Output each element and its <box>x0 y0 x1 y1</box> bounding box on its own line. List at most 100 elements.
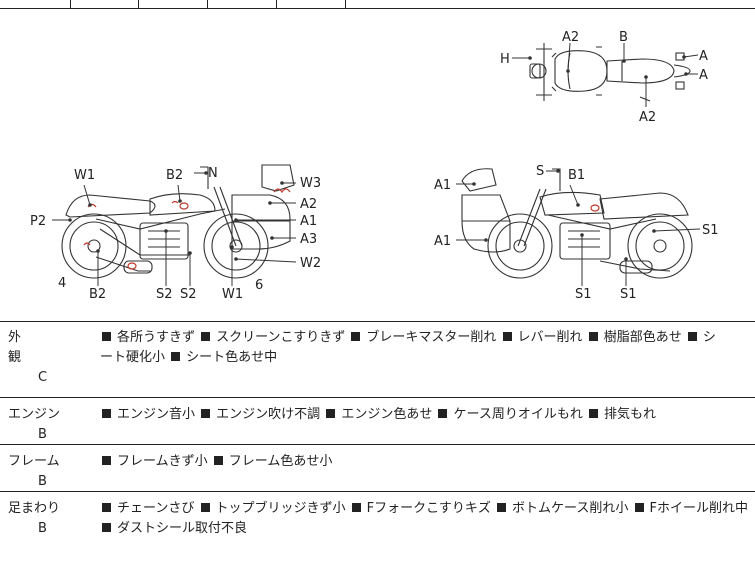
right-damage-marks <box>590 204 600 212</box>
label-left-B2: B2 <box>166 168 183 183</box>
strip-divider <box>276 0 277 8</box>
engine-category: エンジン B <box>8 405 88 445</box>
label-left-W1: W1 <box>74 168 95 183</box>
list-item: Fフォークこすりキズ <box>350 501 491 516</box>
label-left-A1: A1 <box>300 214 317 229</box>
bullet-square-icon <box>634 503 644 512</box>
category-name: フレーム <box>8 454 60 469</box>
list-item: エンジン吹け不調 <box>199 407 320 422</box>
list-item-continued: ート硬化小 <box>100 350 166 365</box>
top-leader-dots <box>528 55 688 79</box>
bullet-square-icon <box>438 409 448 418</box>
list-item: フレームきず小 <box>100 454 208 469</box>
label-top-A2-lower: A2 <box>639 110 656 125</box>
bullet-square-icon <box>213 456 223 465</box>
label-left-A3: A3 <box>300 232 317 247</box>
items-line: チェーンさび トップブリッジきず小 Fフォークこすりキズ ボトムケース削れ小 F… <box>100 499 748 519</box>
bullet-square-icon <box>687 332 697 341</box>
list-item: Fホイール削れ中 <box>633 501 748 516</box>
motorcycle-diagram-svg: H A2 B A A A2 W1 B2 N W3 P2 A2 A1 A3 W2 … <box>30 30 719 302</box>
bullet-square-icon <box>351 503 361 512</box>
label-right-B1: B1 <box>568 168 585 183</box>
engine-row: エンジン B エンジン音小 エンジン吹け不調 エンジン色あせ ケース周りオイルも… <box>0 399 755 445</box>
label-top-H: H <box>500 52 510 67</box>
bullet-square-icon <box>201 409 211 418</box>
list-item: ケース周りオイルもれ <box>436 407 583 422</box>
damage-diagram: H A2 B A A A2 W1 B2 N W3 P2 A2 A1 A3 W2 … <box>0 9 755 322</box>
bullet-square-icon <box>326 409 336 418</box>
list-item: トップブリッジきず小 <box>199 501 346 516</box>
bullet-square-icon <box>351 332 361 341</box>
category-grade: C <box>38 370 48 385</box>
bullet-square-icon <box>102 523 111 532</box>
bullet-square-icon <box>102 332 111 341</box>
list-item: ダストシール取付不良 <box>100 521 247 536</box>
label-top-A-upper: A <box>699 49 708 64</box>
list-item: レバー削れ <box>501 330 583 345</box>
frame-row: フレーム B フレームきず小 フレーム色あせ小 <box>0 446 755 492</box>
label-right-S: S <box>536 164 544 179</box>
bullet-square-icon <box>171 352 181 361</box>
left-side-motorcycle <box>61 164 295 279</box>
bullet-square-icon <box>102 456 111 465</box>
list-item: 樹脂部色あせ <box>587 330 682 345</box>
label-left-B2-bottom: B2 <box>89 287 106 302</box>
label-left-N: N <box>208 166 218 181</box>
category-name: エンジン <box>8 407 61 422</box>
list-item: 排気もれ <box>587 407 656 422</box>
bullet-square-icon <box>102 409 111 418</box>
label-top-A-lower: A <box>699 68 708 83</box>
list-item: ボトムケース削れ小 <box>495 501 628 516</box>
left-leader-lines <box>52 172 297 286</box>
label-right-A1-upper: A1 <box>434 178 451 193</box>
label-right-S1-a: S1 <box>575 287 592 302</box>
table-header-strip <box>0 0 755 9</box>
label-left-W2: W2 <box>300 256 321 271</box>
bullet-square-icon <box>102 503 111 512</box>
right-leader-lines <box>456 170 701 286</box>
label-top-B: B <box>619 30 628 45</box>
list-item: エンジン色あせ <box>324 407 432 422</box>
right-leader-dots <box>472 169 656 261</box>
list-item: チェーンさび <box>100 501 194 516</box>
bullet-square-icon <box>497 503 507 512</box>
bullet-square-icon <box>588 332 598 341</box>
suspension-row: 足まわり B チェーンさび トップブリッジきず小 Fフォークこすりキズ ボトムケ… <box>0 493 755 561</box>
suspension-category: 足まわり B <box>8 499 88 539</box>
items-line: ダストシール取付不良 <box>100 519 748 539</box>
left-damage-marks <box>83 188 291 270</box>
exterior-category: 外 観 C <box>8 328 88 388</box>
label-right-S1-right: S1 <box>702 223 719 238</box>
list-item: シ <box>686 330 716 345</box>
bullet-square-icon <box>502 332 512 341</box>
list-item: スクリーンこすりきず <box>199 330 345 345</box>
category-name: 足まわり <box>8 501 61 516</box>
suspension-items: チェーンさび トップブリッジきず小 Fフォークこすりキズ ボトムケース削れ小 F… <box>100 499 748 539</box>
label-left-P2: P2 <box>30 214 46 229</box>
strip-divider <box>138 0 139 8</box>
engine-items: エンジン音小 エンジン吹け不調 エンジン色あせ ケース周りオイルもれ 排気もれ <box>100 405 748 425</box>
category-grade: B <box>38 427 47 442</box>
bullet-square-icon <box>201 332 211 341</box>
label-right-A1-lower: A1 <box>434 234 451 249</box>
top-leader-lines <box>512 42 699 107</box>
strip-divider <box>345 0 346 8</box>
exterior-items: 各所うすきず スクリーンこすりきず ブレーキマスター削れ レバー削れ 樹脂部色あ… <box>100 328 748 368</box>
items-line: ート硬化小 シート色あせ中 <box>100 348 748 368</box>
bullet-square-icon <box>200 503 210 512</box>
list-item: シート色あせ中 <box>169 350 277 365</box>
category-grade: B <box>38 521 47 536</box>
frame-items: フレームきず小 フレーム色あせ小 <box>100 452 748 472</box>
label-top-A2: A2 <box>562 30 579 45</box>
left-leader-dots <box>68 171 284 261</box>
label-left-6: 6 <box>255 278 263 293</box>
label-right-S1-b: S1 <box>620 287 637 302</box>
list-item: フレーム色あせ小 <box>212 454 332 469</box>
frame-category: フレーム B <box>8 452 88 492</box>
bullet-square-icon <box>588 409 598 418</box>
exterior-row: 外 観 C 各所うすきず スクリーンこすりきず ブレーキマスター削れ レバー削れ… <box>0 322 755 398</box>
strip-divider <box>70 0 71 8</box>
strip-divider <box>207 0 208 8</box>
label-left-A2: A2 <box>300 197 317 212</box>
list-item: ブレーキマスター削れ <box>349 330 496 345</box>
